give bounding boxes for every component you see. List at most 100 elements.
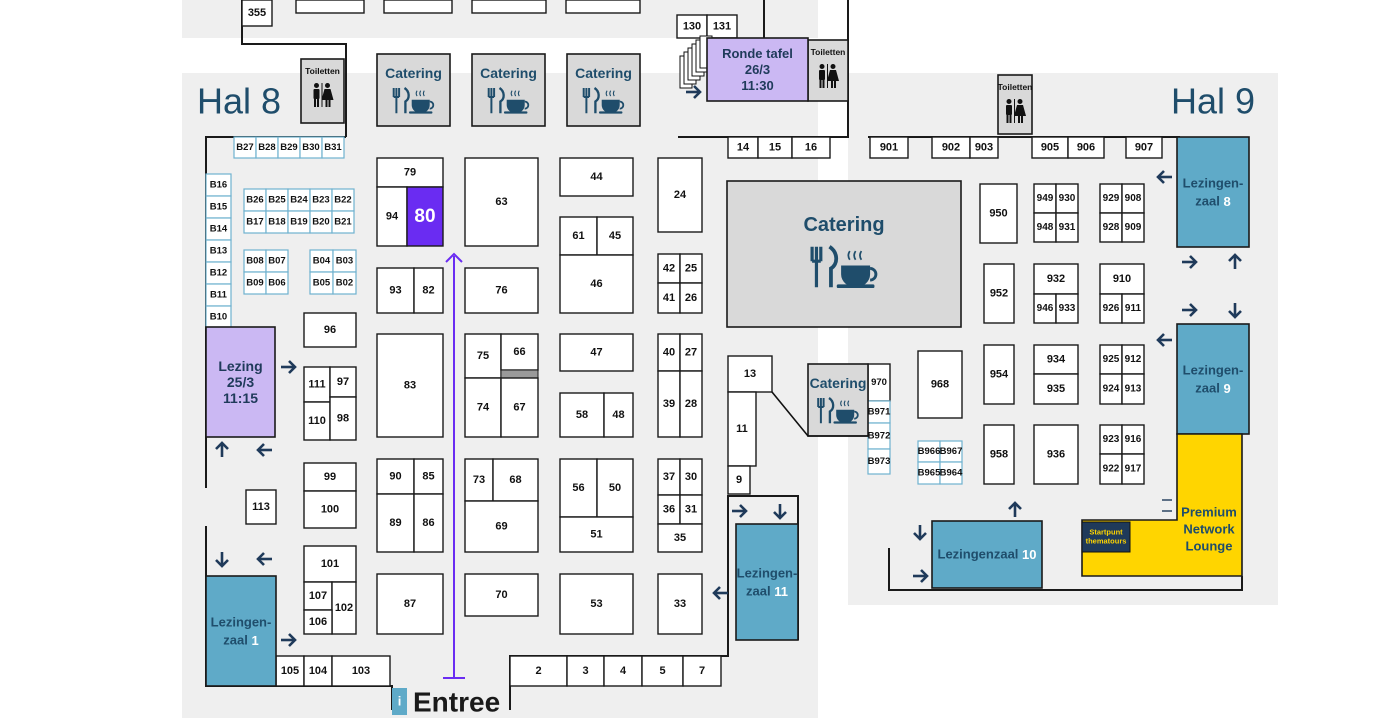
booth-103[interactable] — [331, 655, 391, 687]
booth-3[interactable] — [566, 655, 605, 687]
booth-901[interactable] — [869, 136, 909, 159]
booth-number-24: 24 — [674, 189, 687, 201]
booth-911[interactable] — [1121, 293, 1145, 324]
booth-952[interactable] — [983, 263, 1015, 324]
catering-area-2[interactable] — [471, 53, 546, 127]
booth-968[interactable] — [917, 350, 963, 419]
booth-958[interactable] — [983, 424, 1015, 485]
booth-unlabeled[interactable] — [565, 0, 641, 14]
booth-28[interactable] — [679, 370, 703, 438]
booth-950[interactable] — [979, 183, 1018, 244]
booth-111[interactable] — [303, 366, 331, 403]
booth-46[interactable] — [559, 254, 634, 314]
booth-70[interactable] — [464, 573, 539, 617]
booth-35[interactable] — [657, 523, 703, 553]
booth-B02[interactable] — [332, 271, 357, 295]
booth-2[interactable] — [509, 655, 568, 687]
booth-74[interactable] — [464, 377, 502, 438]
booth-96[interactable] — [303, 312, 357, 348]
room-lezing[interactable] — [205, 326, 276, 438]
booth-113[interactable] — [245, 489, 277, 525]
booth-33[interactable] — [657, 573, 703, 635]
booth-16[interactable] — [791, 136, 831, 159]
booth-93[interactable] — [376, 267, 415, 314]
booth-11[interactable] — [727, 391, 757, 467]
booth-B06[interactable] — [265, 271, 289, 295]
booth-B964[interactable] — [939, 461, 963, 485]
booth-51[interactable] — [559, 516, 634, 553]
booth-unlabeled[interactable] — [295, 0, 365, 14]
booth-933[interactable] — [1055, 293, 1079, 324]
room-ronde-tafel[interactable] — [706, 37, 809, 102]
catering-area-main[interactable] — [726, 180, 962, 328]
booth-B973[interactable] — [867, 448, 891, 475]
booth-936[interactable] — [1033, 424, 1079, 485]
booth-unlabeled[interactable] — [383, 0, 453, 14]
booth-68[interactable] — [492, 458, 539, 502]
booth-number-B28: B28 — [258, 142, 275, 153]
booth-63[interactable] — [464, 157, 539, 247]
booth-47[interactable] — [559, 333, 634, 372]
booth-110[interactable] — [303, 401, 331, 441]
booth-934[interactable] — [1033, 344, 1079, 375]
booth-B21[interactable] — [331, 210, 355, 234]
room-lezingenzaal-9[interactable] — [1176, 323, 1250, 435]
booth-number-929: 929 — [1103, 193, 1120, 204]
booth-7[interactable] — [682, 655, 722, 687]
booth-907[interactable] — [1125, 136, 1163, 159]
booth-50[interactable] — [596, 458, 634, 518]
booth-903[interactable] — [969, 136, 999, 159]
booth-48[interactable] — [603, 392, 634, 438]
booth-4[interactable] — [603, 655, 643, 687]
booth-94[interactable] — [376, 186, 408, 247]
booth-917[interactable] — [1121, 453, 1145, 485]
booth-83[interactable] — [376, 333, 444, 438]
booth-number-100: 100 — [321, 504, 339, 516]
booth-99[interactable] — [303, 462, 357, 492]
booth-80[interactable] — [406, 186, 444, 247]
booth-102[interactable] — [331, 581, 357, 635]
booth-67[interactable] — [500, 377, 539, 438]
booth-B31[interactable] — [321, 136, 345, 159]
info-icon[interactable] — [392, 688, 407, 715]
booth-100[interactable] — [303, 490, 357, 529]
booth-86[interactable] — [413, 493, 444, 553]
booth-106[interactable] — [303, 609, 333, 635]
booth-98[interactable] — [329, 396, 357, 441]
catering-area-3[interactable] — [566, 53, 641, 127]
booth-101[interactable] — [303, 545, 357, 583]
booth-53[interactable] — [559, 573, 634, 635]
booth-number-58: 58 — [576, 409, 588, 421]
thematours-start[interactable] — [1081, 521, 1131, 553]
booth-89[interactable] — [376, 493, 415, 553]
booth-355[interactable] — [241, 0, 273, 27]
booth-935[interactable] — [1033, 373, 1079, 405]
booth-906[interactable] — [1067, 136, 1105, 159]
catering-area-1[interactable] — [376, 53, 451, 127]
booth-82[interactable] — [413, 267, 444, 314]
direction-arrow-icon — [1156, 170, 1172, 184]
booth-44[interactable] — [559, 157, 634, 197]
room-lezingenzaal-10[interactable] — [931, 520, 1043, 589]
booth-913[interactable] — [1121, 373, 1145, 405]
direction-arrow-icon — [1156, 333, 1172, 347]
booth-9[interactable] — [727, 465, 751, 495]
booth-number-912: 912 — [1125, 354, 1142, 365]
booth-909[interactable] — [1121, 212, 1145, 243]
booth-45[interactable] — [596, 216, 634, 256]
booth-24[interactable] — [657, 157, 703, 233]
booth-56[interactable] — [559, 458, 598, 518]
booth-76[interactable] — [464, 267, 539, 314]
booth-910[interactable] — [1099, 263, 1145, 295]
room-lezingenzaal-1[interactable] — [205, 575, 277, 687]
booth-69[interactable] — [464, 500, 539, 553]
booth-87[interactable] — [376, 573, 444, 635]
booth-unlabeled[interactable] — [471, 0, 547, 14]
booth-954[interactable] — [983, 344, 1015, 405]
room-lezingenzaal-8[interactable] — [1176, 136, 1250, 248]
booth-931[interactable] — [1055, 212, 1079, 243]
booth-26[interactable] — [679, 282, 703, 314]
room-lezingenzaal-11[interactable] — [735, 523, 799, 641]
booth-66[interactable] — [500, 333, 539, 371]
